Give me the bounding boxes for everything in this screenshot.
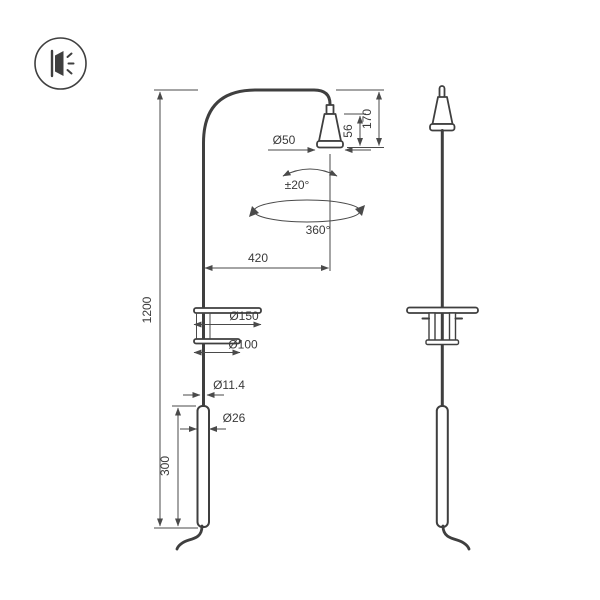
- lamp-head-cone: [318, 113, 342, 142]
- dim-label-rotation: 360°: [306, 223, 331, 237]
- side-view: [406, 85, 479, 551]
- light-ray-top: [66, 52, 73, 58]
- dim-label-pole-diameter: Ø11.4: [213, 378, 245, 392]
- lamp-head-neck: [325, 104, 335, 115]
- tilt-arc: [282, 168, 338, 177]
- side-clamp-right-plate: [448, 312, 457, 342]
- dim-label-head-diameter: Ø50: [273, 133, 296, 147]
- side-shelf-bar: [406, 306, 479, 314]
- rotation-arrow-left: [249, 206, 259, 217]
- rotation-arrow-right: [355, 205, 365, 216]
- lower-disc: [193, 338, 241, 345]
- base-tube: [196, 405, 210, 528]
- side-head-cone: [431, 96, 454, 125]
- side-power-cable: [441, 524, 471, 551]
- dim-label-lower-disc-diameter: Ø100: [228, 338, 258, 352]
- dim-label-base-tube-diameter: Ø26: [223, 411, 246, 425]
- dim-label-arm-reach: 420: [248, 251, 268, 265]
- dim-label-head-height: 56: [341, 124, 355, 138]
- logo-badge: [34, 37, 87, 90]
- lamp-arm-and-pole: [202, 88, 332, 408]
- lamp-shade-shape: [55, 51, 64, 76]
- side-clamp-bottom-plate: [425, 339, 460, 346]
- dim-label-arm-drop: 170: [360, 109, 374, 129]
- rotation-ellipse: [253, 199, 361, 223]
- lamp-head-rim: [316, 140, 344, 149]
- front-view: [175, 88, 344, 551]
- side-base-tube: [435, 405, 449, 528]
- dim-label-base-tube-height: 300: [158, 456, 172, 476]
- side-clamp-left-plate: [428, 312, 436, 342]
- shelf-top: [193, 307, 262, 314]
- light-ray-bottom: [66, 69, 73, 75]
- dim-label-tilt: ±20°: [285, 178, 310, 192]
- front-dimensions: 56 170 Ø50 ±20° 360° 420 1200 300 Ø150: [140, 89, 384, 529]
- power-cable: [175, 524, 204, 551]
- dim-label-pole-height: 1200: [140, 296, 154, 323]
- wall-lamp-light-icon: [50, 49, 75, 78]
- dim-label-shelf-diameter: Ø150: [229, 309, 259, 323]
